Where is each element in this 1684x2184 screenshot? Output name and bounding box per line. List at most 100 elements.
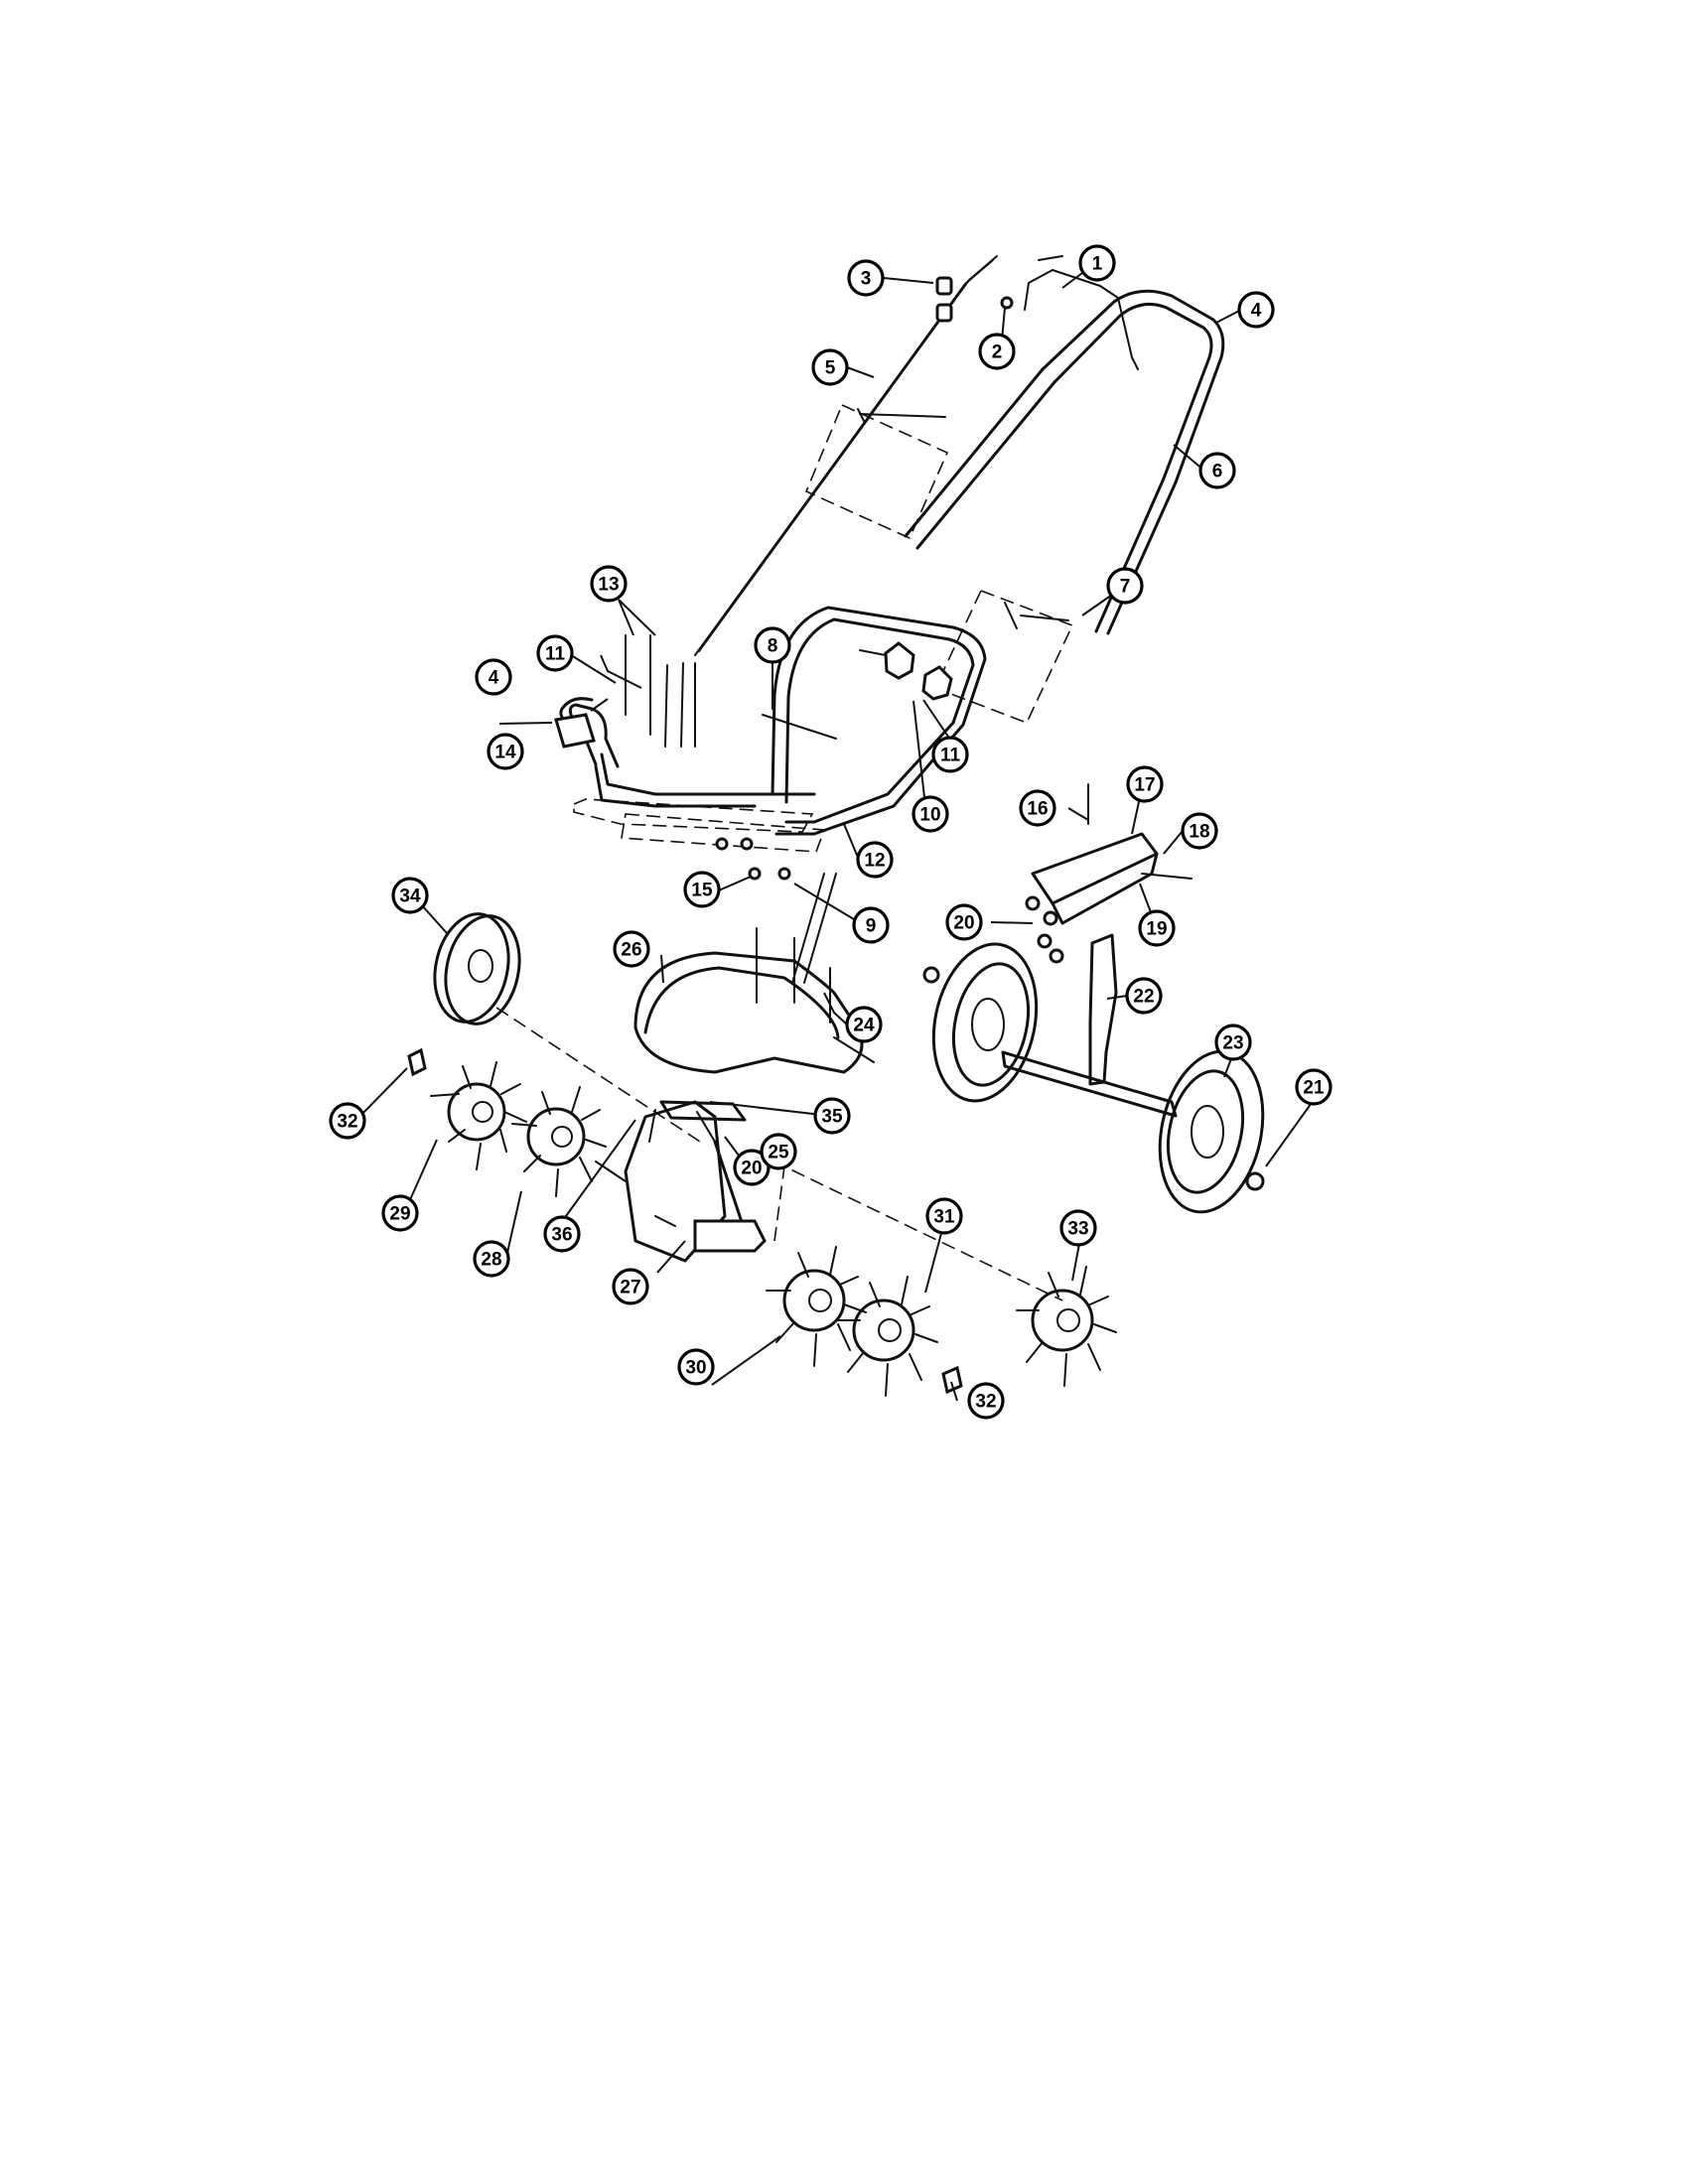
svg-text:24: 24 [853,1016,875,1036]
upper-handle [904,289,1225,635]
svg-text:30: 30 [685,1358,706,1379]
callout-27: 27 [612,1268,649,1305]
svg-text:22: 22 [1133,987,1154,1008]
wheel-34 [433,912,521,1025]
svg-text:18: 18 [1189,822,1209,843]
callout-32-left: 32 [329,1102,366,1140]
callout-20-center: 20 [733,1149,771,1186]
svg-text:13: 13 [598,575,619,596]
svg-text:16: 16 [1027,799,1048,820]
svg-text:14: 14 [494,743,516,763]
callout-35: 35 [813,1097,851,1135]
wheel-left [922,942,1039,1103]
svg-text:20: 20 [953,913,974,934]
callout-12: 12 [856,841,894,879]
gearbox [595,1100,767,1263]
callout-11-left: 11 [536,634,574,672]
svg-text:26: 26 [621,940,641,961]
tine-33 [1016,1266,1117,1387]
svg-text:35: 35 [821,1107,843,1128]
wheel-support [1001,933,1178,1118]
callout-20-right: 20 [945,903,983,941]
svg-text:21: 21 [1303,1078,1325,1099]
callout-4-left: 4 [475,658,512,696]
svg-text:25: 25 [768,1143,789,1163]
svg-text:28: 28 [481,1250,501,1271]
svg-text:34: 34 [399,887,421,907]
callout-26: 26 [613,930,650,968]
svg-text:7: 7 [1120,577,1131,598]
clip-32b [941,1365,963,1395]
callout-28: 28 [473,1240,510,1278]
svg-text:36: 36 [551,1225,572,1246]
callout-25: 25 [760,1133,797,1170]
callout-1: 1 [1078,244,1116,282]
tine-31 [837,1276,938,1397]
svg-text:11: 11 [545,644,566,665]
tine-28 [511,1086,607,1197]
left-grip [554,697,620,768]
svg-text:31: 31 [933,1207,955,1228]
lower-nuts [715,837,791,881]
svg-text:32: 32 [337,1112,357,1133]
callout-29: 29 [381,1194,419,1232]
svg-text:8: 8 [768,636,778,657]
callout-17: 17 [1126,765,1164,803]
svg-text:29: 29 [389,1204,410,1225]
svg-text:33: 33 [1067,1219,1088,1240]
callout-16: 16 [1019,789,1056,827]
svg-text:6: 6 [1212,462,1223,482]
callout-5: 5 [811,348,849,386]
bolt-8 [762,714,837,740]
callout-7: 7 [1106,567,1144,605]
callout-10: 10 [912,795,949,833]
callout-22: 22 [1125,977,1163,1015]
callout-32-right: 32 [967,1382,1005,1420]
handle-bolts [857,408,1069,629]
svg-text:19: 19 [1146,919,1167,940]
svg-text:4: 4 [1251,301,1262,322]
clip-32a [407,1047,427,1077]
callout-34: 34 [391,877,429,914]
callout-6: 6 [1198,452,1236,489]
handle-knobs [859,641,953,701]
callout-18: 18 [1181,812,1218,850]
svg-text:23: 23 [1222,1033,1243,1054]
mount-plate [648,1100,747,1143]
callout-4-top: 4 [1237,291,1275,329]
callout-19: 19 [1138,909,1176,947]
svg-text:27: 27 [620,1278,640,1298]
callout-14: 14 [487,733,524,770]
tine-29 [430,1061,527,1170]
callout-15: 15 [683,871,721,908]
svg-text:32: 32 [975,1392,996,1413]
callout-9: 9 [852,906,890,944]
callout-13: 13 [590,565,628,603]
callout-36: 36 [543,1215,581,1253]
svg-text:15: 15 [691,881,713,901]
callout-23: 23 [1214,1024,1252,1061]
svg-text:10: 10 [919,805,940,826]
svg-text:20: 20 [741,1159,762,1179]
callout-33: 33 [1059,1209,1097,1247]
svg-text:1: 1 [1092,254,1103,275]
svg-text:5: 5 [825,358,836,379]
svg-text:4: 4 [489,668,499,689]
callout-31: 31 [925,1197,963,1235]
callout-30: 30 [677,1348,715,1386]
callout-11-right: 11 [931,736,969,773]
tine-shield [633,951,875,1074]
mounting-bars [756,873,837,1024]
control-lever [1024,255,1139,370]
callout-2: 2 [978,333,1016,370]
long-bolts [625,634,696,748]
control-cable [694,255,998,656]
callout-21: 21 [1295,1068,1333,1106]
wheel-bracket [1025,783,1193,964]
svg-text:11: 11 [940,746,961,766]
tine-30 [766,1246,867,1367]
svg-text:12: 12 [864,851,885,872]
callout-8: 8 [754,626,791,664]
svg-text:9: 9 [866,916,877,937]
